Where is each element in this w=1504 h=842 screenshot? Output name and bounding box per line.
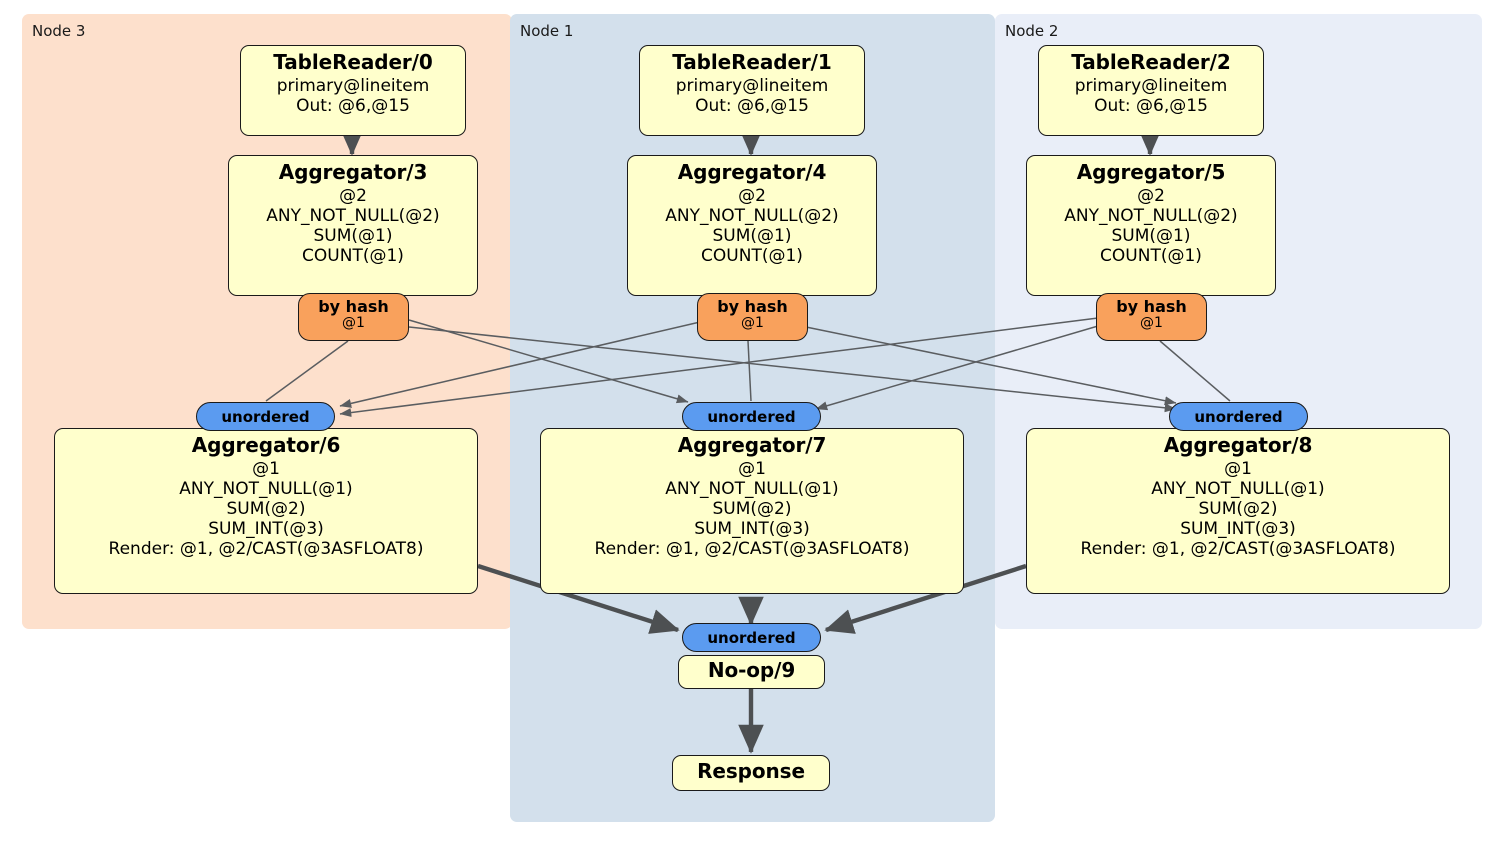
- processor-line: COUNT(@1): [302, 245, 404, 266]
- processor-line: @2: [1137, 185, 1165, 206]
- processor-line: ANY_NOT_NULL(@1): [665, 478, 839, 499]
- processor-line: Render: @1, @2/CAST(@3ASFLOAT8): [108, 538, 424, 559]
- processor-aggregator-5[interactable]: Aggregator/5 @2 ANY_NOT_NULL(@2) SUM(@1)…: [1026, 155, 1276, 296]
- processor-line: SUM_INT(@3): [208, 518, 324, 539]
- synchronizer-label: unordered: [1194, 407, 1283, 426]
- synchronizer-unordered-7[interactable]: unordered: [682, 402, 821, 431]
- processor-line: SUM(@2): [226, 498, 306, 519]
- processor-line: Out: @6,@15: [1094, 95, 1208, 116]
- processor-line: SUM_INT(@3): [1180, 518, 1296, 539]
- processor-line: @1: [738, 458, 766, 479]
- processor-line: SUM(@1): [712, 225, 792, 246]
- processor-title: Aggregator/4: [677, 160, 827, 184]
- processor-line: ANY_NOT_NULL(@1): [179, 478, 353, 499]
- processor-line: primary@lineitem: [675, 75, 829, 96]
- processor-noop-9[interactable]: No-op/9: [678, 655, 825, 689]
- processor-aggregator-8[interactable]: Aggregator/8 @1 ANY_NOT_NULL(@1) SUM(@2)…: [1026, 428, 1450, 594]
- processor-title: Aggregator/7: [677, 433, 827, 457]
- processor-line: Out: @6,@15: [695, 95, 809, 116]
- processor-line: primary@lineitem: [276, 75, 430, 96]
- processor-title: Aggregator/3: [278, 160, 428, 184]
- processor-title: No-op/9: [707, 658, 796, 682]
- region-label-node-1: Node 1: [520, 22, 574, 40]
- processor-line: @2: [339, 185, 367, 206]
- router-title: by hash: [717, 297, 788, 316]
- processor-aggregator-4[interactable]: Aggregator/4 @2 ANY_NOT_NULL(@2) SUM(@1)…: [627, 155, 877, 296]
- processor-line: primary@lineitem: [1074, 75, 1228, 96]
- processor-line: SUM(@1): [1111, 225, 1191, 246]
- router-subtitle: @1: [741, 314, 764, 331]
- processor-title: Aggregator/5: [1076, 160, 1226, 184]
- processor-response[interactable]: Response: [672, 755, 830, 791]
- processor-line: Render: @1, @2/CAST(@3ASFLOAT8): [594, 538, 910, 559]
- processor-line: ANY_NOT_NULL(@2): [665, 205, 839, 226]
- processor-line: COUNT(@1): [1100, 245, 1202, 266]
- processor-title: Response: [697, 759, 805, 783]
- processor-aggregator-6[interactable]: Aggregator/6 @1 ANY_NOT_NULL(@1) SUM(@2)…: [54, 428, 478, 594]
- processor-line: Out: @6,@15: [296, 95, 410, 116]
- processor-title: TableReader/1: [672, 50, 832, 74]
- processor-line: @1: [1224, 458, 1252, 479]
- region-label-node-3: Node 3: [32, 22, 86, 40]
- region-label-node-2: Node 2: [1005, 22, 1059, 40]
- processor-line: ANY_NOT_NULL(@2): [1064, 205, 1238, 226]
- synchronizer-label: unordered: [707, 407, 796, 426]
- synchronizer-unordered-9[interactable]: unordered: [682, 623, 821, 652]
- processor-title: Aggregator/6: [191, 433, 341, 457]
- synchronizer-label: unordered: [221, 407, 310, 426]
- processor-line: @1: [252, 458, 280, 479]
- processor-tablereader-1[interactable]: TableReader/1 primary@lineitem Out: @6,@…: [639, 45, 865, 136]
- processor-line: COUNT(@1): [701, 245, 803, 266]
- processor-line: Render: @1, @2/CAST(@3ASFLOAT8): [1080, 538, 1396, 559]
- processor-line: SUM(@2): [712, 498, 792, 519]
- synchronizer-unordered-8[interactable]: unordered: [1169, 402, 1308, 431]
- processor-aggregator-3[interactable]: Aggregator/3 @2 ANY_NOT_NULL(@2) SUM(@1)…: [228, 155, 478, 296]
- processor-line: ANY_NOT_NULL(@1): [1151, 478, 1325, 499]
- router-by-hash-4[interactable]: by hash @1: [697, 293, 808, 341]
- synchronizer-label: unordered: [707, 628, 796, 647]
- processor-title: TableReader/2: [1071, 50, 1231, 74]
- router-by-hash-5[interactable]: by hash @1: [1096, 293, 1207, 341]
- router-title: by hash: [318, 297, 389, 316]
- processor-line: ANY_NOT_NULL(@2): [266, 205, 440, 226]
- router-subtitle: @1: [1140, 314, 1163, 331]
- processor-line: SUM(@2): [1198, 498, 1278, 519]
- router-subtitle: @1: [342, 314, 365, 331]
- processor-line: SUM(@1): [313, 225, 393, 246]
- processor-tablereader-0[interactable]: TableReader/0 primary@lineitem Out: @6,@…: [240, 45, 466, 136]
- processor-aggregator-7[interactable]: Aggregator/7 @1 ANY_NOT_NULL(@1) SUM(@2)…: [540, 428, 964, 594]
- router-title: by hash: [1116, 297, 1187, 316]
- processor-line: SUM_INT(@3): [694, 518, 810, 539]
- router-by-hash-3[interactable]: by hash @1: [298, 293, 409, 341]
- synchronizer-unordered-6[interactable]: unordered: [196, 402, 335, 431]
- processor-tablereader-2[interactable]: TableReader/2 primary@lineitem Out: @6,@…: [1038, 45, 1264, 136]
- processor-title: TableReader/0: [273, 50, 433, 74]
- processor-line: @2: [738, 185, 766, 206]
- processor-title: Aggregator/8: [1163, 433, 1313, 457]
